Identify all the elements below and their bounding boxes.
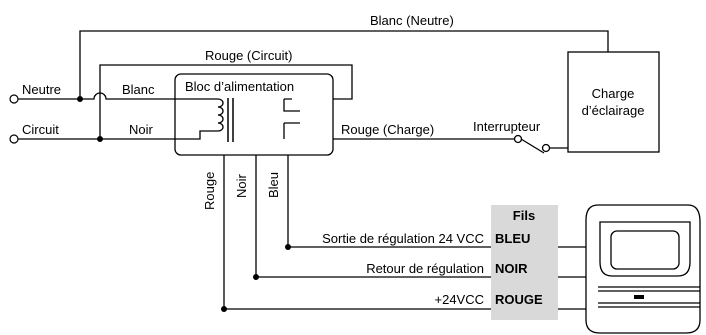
junction-dot	[221, 306, 227, 312]
coil-lead-bottom	[175, 130, 210, 140]
transformer-coil	[210, 98, 224, 132]
power-pack-label: Bloc d’alimentation	[185, 79, 294, 94]
power-pack	[174, 73, 334, 156]
rouge-circuit-label: Rouge (Circuit)	[205, 48, 292, 63]
junctions	[77, 96, 291, 312]
junction-dot	[253, 274, 259, 280]
fils-header: Fils	[513, 208, 535, 223]
load-label-line2: d’éclairage	[582, 103, 645, 118]
fils-bleu: BLEU	[495, 231, 530, 246]
junction-dot	[285, 244, 291, 250]
rouge-charge-label: Rouge (Charge)	[341, 122, 434, 137]
noir-label: Noir	[129, 122, 154, 137]
noir-vertical-label: Noir	[234, 173, 249, 198]
sensor-inner-lens	[610, 230, 680, 270]
relay-contact-bottom	[283, 122, 300, 139]
circuit-terminal	[9, 134, 19, 144]
load-box	[567, 51, 660, 153]
switch	[513, 134, 551, 154]
switch-terminal	[541, 143, 551, 153]
sortie-label: Sortie de régulation 24 VCC	[322, 231, 484, 246]
fils-rouge: ROUGE	[495, 292, 543, 307]
blanc-neutre-wire	[79, 30, 609, 99]
retour-label: Retour de régulation	[366, 261, 484, 276]
blanc-neutre-label: Blanc (Neutre)	[370, 13, 454, 28]
terminals	[9, 94, 19, 144]
relay-contact-top	[283, 98, 300, 112]
fils-noir: NOIR	[495, 261, 528, 276]
neutre-label: Neutre	[22, 82, 61, 97]
junction-dot	[97, 136, 103, 142]
junction-dot	[77, 96, 83, 102]
switch-blade	[520, 138, 545, 154]
circuit-label: Circuit	[22, 122, 59, 137]
sensor-indicator	[634, 295, 644, 299]
fils-table	[491, 205, 558, 320]
blanc-label: Blanc	[122, 82, 155, 97]
bleu-vertical-label: Bleu	[266, 172, 281, 198]
fils-table-bg	[491, 205, 558, 320]
rouge-vertical-label: Rouge	[202, 172, 217, 210]
interrupteur-label: Interrupteur	[473, 119, 541, 134]
load-label-line1: Charge	[592, 86, 635, 101]
switch-terminal	[513, 134, 523, 144]
neutre-terminal	[9, 94, 19, 104]
plus24-label: +24VCC	[435, 292, 485, 307]
power-pack-box	[174, 73, 334, 156]
sensor	[585, 204, 701, 334]
